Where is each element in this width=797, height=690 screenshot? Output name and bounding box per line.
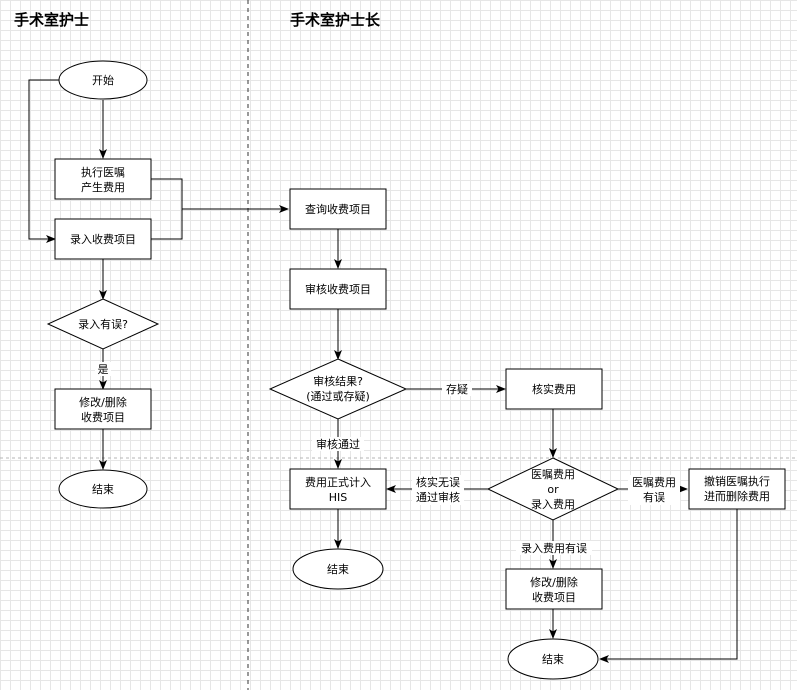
modify2-label-line2: 收费项目 — [532, 590, 576, 604]
edge-label-approved: 审核通过 — [316, 437, 360, 451]
node-labels: 开始 执行医嘱 产生费用 录入收费项目 录入有误? 修改/删除 收费项目 结束 … — [70, 73, 770, 666]
edge-record-query — [151, 209, 183, 240]
end-node-1 — [58, 469, 148, 509]
his-label-line2: HIS — [329, 491, 348, 504]
decision-result-line2: (通过或存疑) — [306, 389, 370, 403]
record-label: 录入收费项目 — [70, 232, 136, 246]
verify-label: 核实费用 — [532, 382, 576, 396]
lane-title-head-nurse: 手术室护士长 — [290, 11, 381, 29]
start-node — [58, 60, 148, 100]
his-label-line1: 费用正式计入 — [305, 476, 371, 489]
cancel-order-node — [688, 468, 786, 510]
decision-result-node — [268, 358, 408, 420]
verify-cost-node — [505, 368, 603, 410]
end2-label: 结束 — [327, 563, 349, 576]
exec-label-line2: 产生费用 — [81, 180, 125, 194]
query-items-node — [289, 188, 387, 230]
decision-type-line1: 医嘱费用 — [531, 468, 575, 481]
decision-error-node — [46, 298, 160, 350]
decision-result-line1: 审核结果? — [313, 374, 363, 388]
exec-order-node — [54, 158, 152, 200]
edge-label-ordererr-line1: 医嘱费用 — [632, 476, 676, 489]
review-label: 审核收费项目 — [305, 282, 371, 296]
edge-cancel-end3 — [599, 509, 738, 663]
start-label: 开始 — [92, 73, 114, 87]
edges — [28, 79, 738, 663]
review-items-node — [289, 268, 387, 310]
decision-error-label: 录入有误? — [78, 317, 128, 331]
record-items-node — [54, 218, 152, 260]
decision-type-line2: or — [547, 483, 559, 496]
modify1-label-line2: 收费项目 — [81, 410, 125, 424]
cancel-label-line1: 撤销医嘱执行 — [704, 474, 770, 488]
edge-label-verified-line2: 通过审核 — [416, 490, 460, 504]
end-node-2 — [292, 548, 384, 590]
edge-label-verified-line1: 核实无误 — [416, 475, 460, 489]
edge-label-yes: 是 — [98, 363, 109, 376]
exec-label-line1: 执行医嘱 — [81, 165, 125, 179]
his-record-node — [289, 468, 387, 510]
lane-title-nurse: 手术室护士 — [14, 11, 89, 29]
modify2-label-line1: 修改/删除 — [530, 575, 578, 589]
edge-labels: 是 存疑 审核通过 核实无误 通过审核 医嘱费用 有误 录入费用有误 — [95, 362, 680, 555]
edge-loop-record — [28, 79, 59, 243]
modify-items-node — [54, 388, 152, 430]
end-node-3 — [507, 638, 599, 680]
nodes — [46, 60, 786, 680]
edge-label-doubt: 存疑 — [446, 382, 468, 396]
end3-label: 结束 — [542, 653, 564, 666]
decision-type-line3: 录入费用 — [531, 498, 575, 511]
decision-type-node — [486, 457, 620, 521]
modify1-label-line1: 修改/删除 — [79, 395, 127, 409]
cancel-label-line2: 进而删除费用 — [704, 489, 770, 503]
end1-label: 结束 — [92, 483, 114, 496]
query-label: 查询收费项目 — [305, 202, 371, 216]
edge-label-ordererr-line2: 有误 — [643, 490, 665, 504]
modify-items-node-2 — [505, 568, 603, 610]
edge-exec-query — [151, 178, 289, 213]
edge-label-recorderr: 录入费用有误 — [521, 541, 587, 555]
